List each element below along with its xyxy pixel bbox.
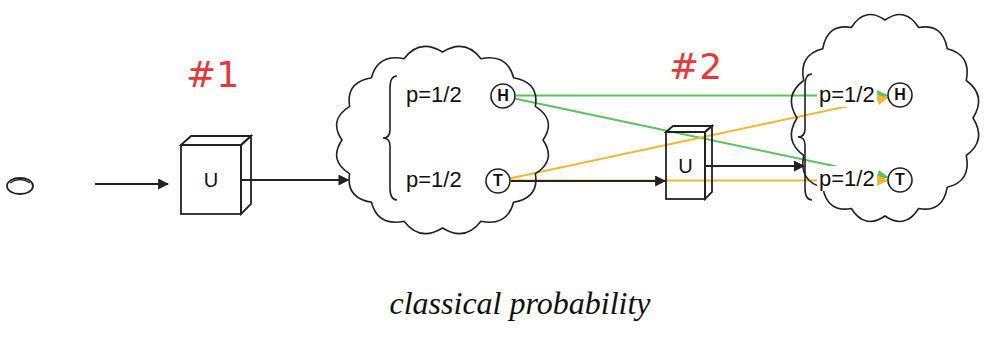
circle-outline — [491, 84, 515, 108]
outcome-letter: H — [497, 88, 509, 104]
arrow-connector — [706, 165, 804, 167]
cloud-outline — [785, 8, 985, 228]
operator-label: U — [204, 170, 218, 190]
operator-box: #2U — [665, 125, 713, 200]
operator-box: #1U — [180, 135, 252, 215]
brace — [798, 74, 812, 200]
brace — [383, 76, 397, 200]
state-cloud: p=1/2 p=1/2 H T — [785, 8, 985, 228]
cloud-outline — [337, 46, 549, 233]
input-arrow — [95, 183, 168, 185]
circle-outline — [888, 83, 912, 107]
step-number: #2 — [669, 46, 722, 87]
cube-front — [666, 132, 705, 199]
coin-icon — [7, 178, 33, 194]
outcome-circle: H — [490, 83, 516, 109]
arrow-connector — [511, 180, 665, 182]
coin-rim — [7, 178, 33, 194]
circle-outline — [888, 168, 912, 192]
step-number: #1 — [186, 54, 239, 95]
probability-label: p=1/2 — [817, 166, 877, 191]
probability-label: p=1/2 — [817, 82, 877, 107]
outcome-letter: H — [894, 87, 906, 103]
outcome-letter: T — [895, 172, 905, 188]
state-cloud: p=1/2 p=1/2 H T — [330, 40, 555, 240]
coin-face — [10, 180, 30, 184]
probability-label: p=1/2 — [404, 167, 464, 192]
cloud-outline — [330, 40, 555, 240]
cloud-outline — [791, 15, 978, 222]
outcome-circle: H — [887, 82, 913, 108]
circle-outline — [486, 169, 510, 193]
cube-side — [705, 126, 712, 199]
cube-top — [181, 136, 251, 145]
outcome-circle: T — [887, 167, 913, 193]
probability-label: p=1/2 — [404, 82, 464, 107]
cube-front — [181, 145, 241, 214]
caption: classical probability — [389, 285, 650, 321]
arrow-connector — [242, 179, 348, 181]
cube-side — [241, 136, 251, 214]
operator-label: U — [678, 156, 692, 176]
outcome-circle: T — [485, 168, 511, 194]
outcome-letter: T — [493, 173, 503, 189]
